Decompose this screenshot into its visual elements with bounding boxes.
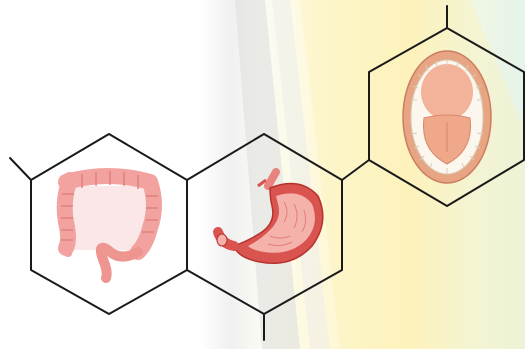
connector-middle-right	[342, 160, 369, 180]
mouth-icon	[403, 51, 491, 183]
stomach-icon	[217, 172, 323, 263]
large-intestine-icon	[61, 171, 158, 278]
connector-left	[10, 158, 31, 180]
